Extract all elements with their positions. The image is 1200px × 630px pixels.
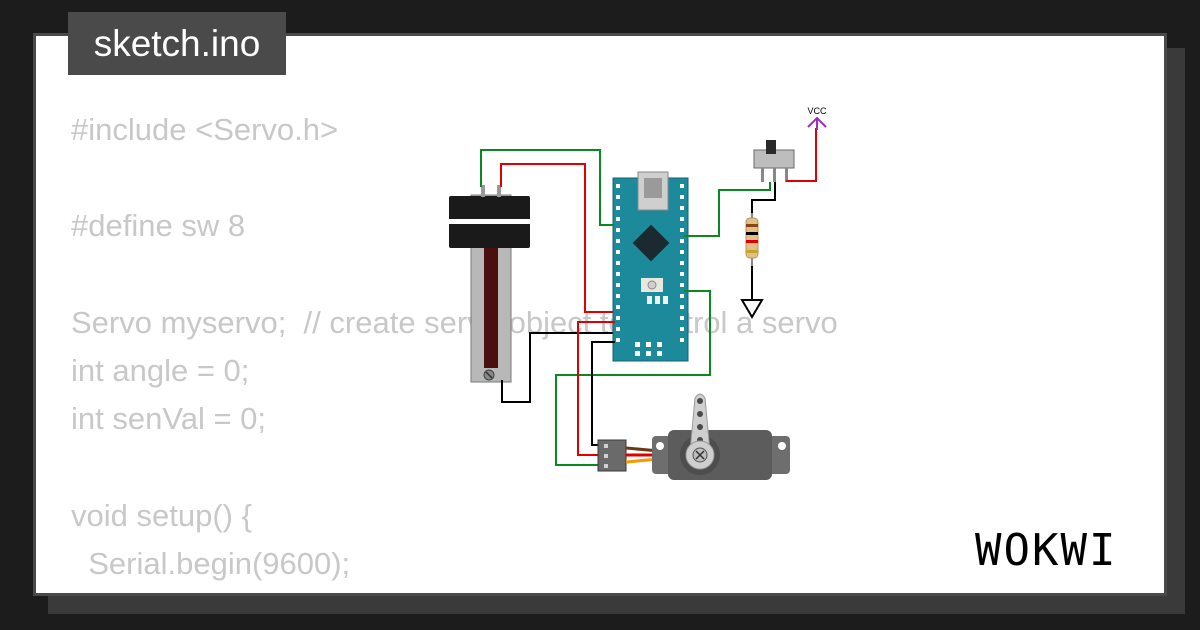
- resistor[interactable]: [745, 213, 759, 266]
- wire-red: [577, 321, 615, 456]
- code-line: int angle = 0;: [71, 352, 250, 388]
- code-line: #define sw 8: [71, 208, 246, 244]
- wire-red: [500, 163, 615, 313]
- wire-black: [751, 182, 776, 215]
- wire-red: [786, 128, 817, 182]
- arduino-pins-right: [680, 184, 684, 342]
- ground-symbol: [740, 299, 764, 319]
- arduino-pins-left: [616, 184, 620, 342]
- code-line: Serial.begin(9600);: [71, 545, 351, 581]
- wire-black: [591, 341, 615, 446]
- code-line: #include <Servo.h>: [71, 112, 339, 147]
- vcc-symbol: VCC: [807, 106, 827, 130]
- arduino-nano[interactable]: [612, 171, 689, 362]
- wire-green: [480, 149, 615, 226]
- vcc-label: VCC: [807, 106, 827, 116]
- slide-potentiometer[interactable]: [449, 185, 530, 383]
- file-tab[interactable]: sketch.ino: [68, 12, 286, 75]
- slide-switch[interactable]: [753, 140, 795, 182]
- code-line: int senVal = 0;: [71, 401, 267, 437]
- servo-motor[interactable]: [597, 393, 790, 480]
- wire-green: [684, 182, 771, 237]
- wokwi-logo-text: WOKWI: [975, 525, 1117, 575]
- icsp-header: [635, 342, 662, 356]
- wokwi-logo-mark: WOKWI: [975, 525, 1117, 576]
- file-tab-label: sketch.ino: [93, 22, 261, 64]
- wire-green: [555, 290, 711, 466]
- wire-black: [501, 332, 615, 403]
- wokwi-logo: WOKWI: [975, 525, 1155, 580]
- code-line: void setup() {: [71, 497, 252, 533]
